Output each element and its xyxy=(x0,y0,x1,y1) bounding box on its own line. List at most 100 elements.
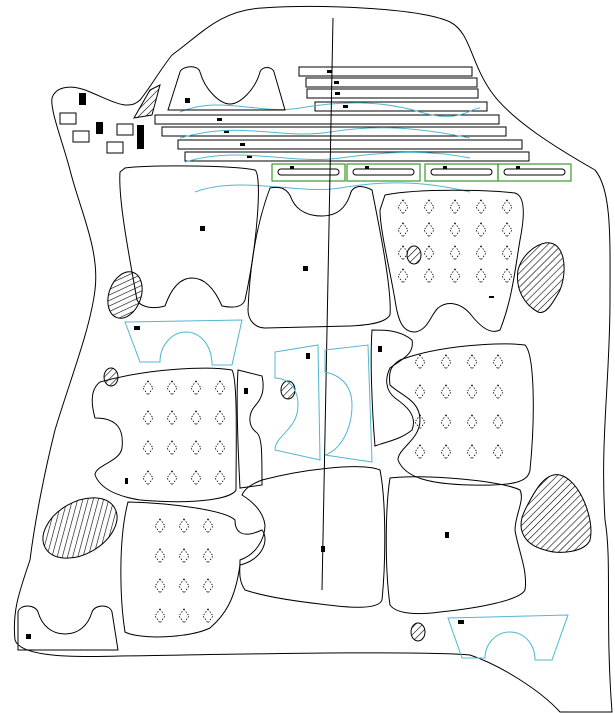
pattern-piece-panel-perforated xyxy=(389,343,534,486)
cyan-template-piece xyxy=(324,344,373,463)
perforation-diamond xyxy=(190,380,202,396)
pattern-piece-panel-perforated xyxy=(379,189,524,333)
perforation-diamond xyxy=(178,548,190,564)
perforation-diamond xyxy=(440,414,452,430)
strap-label xyxy=(240,143,245,146)
perforation-diamond xyxy=(440,354,452,370)
strap-label xyxy=(516,166,520,169)
perforation-diamond xyxy=(414,354,426,370)
perforation-diamond xyxy=(178,578,190,594)
strap-slot xyxy=(430,168,493,176)
perforation-pattern xyxy=(142,199,513,624)
defect-hatched-area xyxy=(107,271,143,319)
strap-label xyxy=(443,166,447,169)
center-cut-line xyxy=(321,17,334,591)
perforation-diamond xyxy=(492,384,504,400)
perforation-diamond xyxy=(466,354,478,370)
pattern-piece-bottom-yoke xyxy=(17,605,119,651)
strap-piece xyxy=(306,88,479,99)
strap-piece xyxy=(154,114,500,125)
defect-hatched-area xyxy=(42,497,118,559)
green-strap-piece xyxy=(271,163,346,182)
perforation-diamond xyxy=(154,548,166,564)
perforation-diamond xyxy=(142,440,154,456)
perforation-diamond xyxy=(178,608,190,624)
perforation-diamond xyxy=(475,245,487,261)
perforation-diamond xyxy=(190,470,202,486)
perforation-diamond xyxy=(190,440,202,456)
perforation-diamond xyxy=(501,268,513,284)
pattern-piece-panel xyxy=(247,186,391,329)
perforation-diamond xyxy=(202,518,214,534)
green-strap-pieces xyxy=(271,163,572,182)
strap-piece xyxy=(161,126,507,137)
part-labels xyxy=(26,98,494,639)
defect-hatched-area xyxy=(280,380,296,400)
strap-piece xyxy=(305,77,478,88)
perforation-diamond xyxy=(142,410,154,426)
pattern-piece-panel xyxy=(385,476,527,615)
nesting-guide-waves xyxy=(179,102,481,193)
perforation-diamond xyxy=(202,608,214,624)
perforation-diamond xyxy=(423,268,435,284)
perforation-diamond xyxy=(414,384,426,400)
strap-piece xyxy=(184,151,530,162)
perforation-diamond xyxy=(166,410,178,426)
strap-label xyxy=(365,166,369,169)
green-strap-piece xyxy=(497,163,572,182)
perforation-diamond xyxy=(414,444,426,460)
green-strap-piece xyxy=(346,163,421,182)
perforation-diamond xyxy=(492,354,504,370)
perforation-diamond xyxy=(214,380,226,396)
strap-label xyxy=(224,130,229,133)
perforation-diamond xyxy=(166,470,178,486)
pattern-piece-side-tab xyxy=(370,329,414,447)
strap-piece xyxy=(177,139,523,150)
pattern-piece-side-tab xyxy=(236,369,264,489)
strap-label xyxy=(247,155,252,158)
perforation-diamond xyxy=(214,440,226,456)
perforation-diamond xyxy=(492,414,504,430)
perforation-diamond xyxy=(475,199,487,215)
strap-label xyxy=(217,118,222,121)
perforation-diamond xyxy=(142,470,154,486)
defect-hatched-area xyxy=(133,84,161,119)
perforation-diamond xyxy=(449,222,461,238)
perforation-diamond xyxy=(466,414,478,430)
pattern-piece-panel xyxy=(239,466,386,608)
perforation-diamond xyxy=(466,384,478,400)
strap-piece xyxy=(314,101,488,112)
perforation-diamond xyxy=(440,444,452,460)
perforation-diamond xyxy=(190,410,202,426)
strap-label xyxy=(290,166,294,169)
perforation-diamond xyxy=(423,222,435,238)
perforation-diamond xyxy=(202,548,214,564)
defect-hatched-area xyxy=(520,474,592,553)
perforation-diamond xyxy=(501,245,513,261)
perforation-diamond xyxy=(449,245,461,261)
cyan-template-piece xyxy=(124,319,243,366)
perforation-diamond xyxy=(475,268,487,284)
cyan-template-piece xyxy=(447,614,569,661)
perforation-diamond xyxy=(202,578,214,594)
strap-label xyxy=(335,92,340,95)
perforation-diamond xyxy=(154,578,166,594)
perforation-diamond xyxy=(440,384,452,400)
perforation-diamond xyxy=(466,444,478,460)
defect-hatched-area xyxy=(103,367,119,387)
strap-slot xyxy=(352,168,415,176)
strap-label xyxy=(327,70,332,73)
hide-outline xyxy=(13,6,613,713)
perforation-diamond xyxy=(397,245,409,261)
cyan-template-piece xyxy=(274,344,321,461)
perforation-diamond xyxy=(142,380,154,396)
perforation-diamond xyxy=(475,222,487,238)
perforation-diamond xyxy=(214,470,226,486)
long-strap-pieces xyxy=(154,66,530,162)
perforation-diamond xyxy=(154,518,166,534)
perforation-diamond xyxy=(166,440,178,456)
perforation-diamond xyxy=(501,199,513,215)
strap-label xyxy=(343,105,348,108)
perforation-diamond xyxy=(423,199,435,215)
